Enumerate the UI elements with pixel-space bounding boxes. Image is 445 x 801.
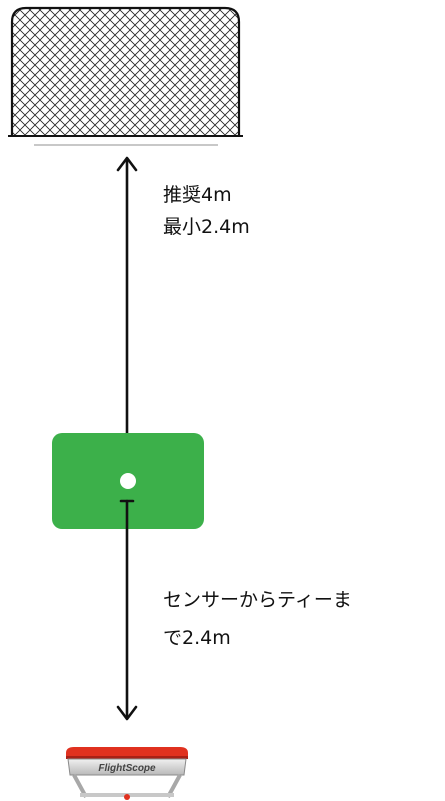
sensor-to-tee-label-line1: センサーからティーま bbox=[163, 589, 352, 611]
minimum-distance-label: 最小2.4m bbox=[163, 216, 250, 238]
sensor-to-tee-label-line2: で2.4m bbox=[163, 627, 231, 649]
recommended-distance-label: 推奨4m bbox=[163, 184, 232, 206]
golf-ball-icon bbox=[120, 473, 136, 489]
golf-net-icon bbox=[8, 6, 243, 146]
launch-monitor-icon: FlightScope bbox=[66, 747, 188, 800]
sensor-brand-text: FlightScope bbox=[98, 763, 156, 774]
